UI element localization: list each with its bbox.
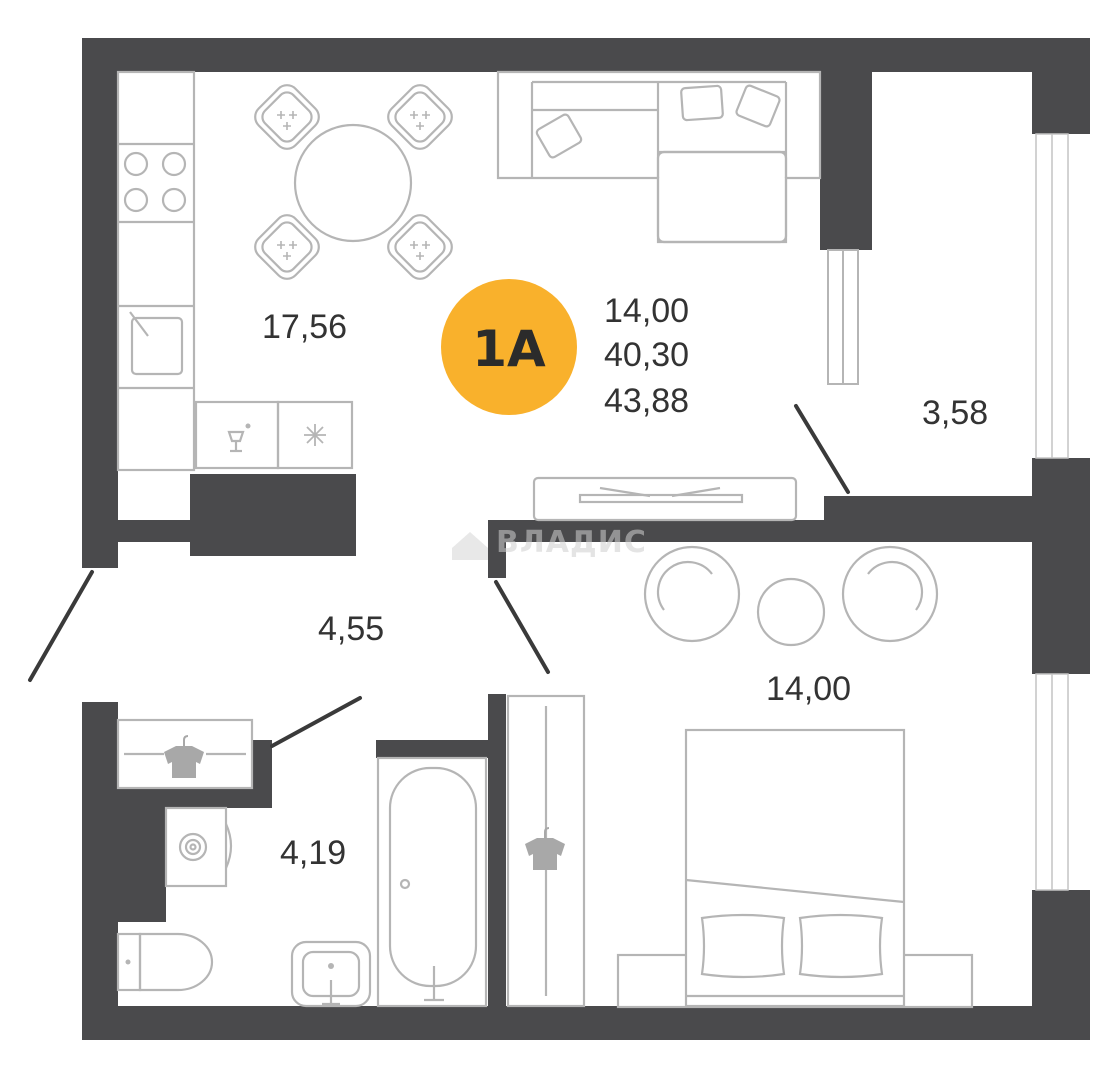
summary-total-area: 40,30 xyxy=(604,336,689,374)
bedroom-top-wall xyxy=(488,520,1032,542)
watermark-text: ВЛАДИС xyxy=(496,525,647,560)
wardrobe xyxy=(506,694,586,1008)
left-wall-upper xyxy=(82,38,118,568)
hanger-icon xyxy=(525,827,565,870)
fridge-block xyxy=(190,474,356,556)
dining-table xyxy=(254,84,453,280)
bedroom-door xyxy=(494,580,550,674)
bottom-wall xyxy=(82,1006,1090,1040)
pillow-left xyxy=(700,913,786,979)
balcony-partition xyxy=(820,72,872,250)
cushion-icon xyxy=(680,84,724,122)
watermark: ВЛАДИС xyxy=(452,525,647,560)
unit-badge-label: 1A xyxy=(472,320,546,378)
sink-icon xyxy=(129,311,184,376)
washing-machine xyxy=(164,806,233,888)
hall-closet xyxy=(116,718,254,790)
bathtub xyxy=(376,756,488,1008)
bedroom-door-jamb xyxy=(488,520,506,578)
walls xyxy=(82,38,1090,1040)
unit-badge-circle xyxy=(441,279,577,415)
coffee-table xyxy=(756,577,826,647)
room-area-bathroom: 4,19 xyxy=(280,834,346,872)
room-area-hallway: 4,55 xyxy=(318,610,384,648)
bath-door-jamb xyxy=(252,740,272,808)
pillow-right xyxy=(798,913,884,979)
washbasin xyxy=(290,940,372,1008)
bath-left-block xyxy=(118,808,166,922)
bedroom-left-wall xyxy=(488,694,506,1006)
balcony-door xyxy=(794,404,850,494)
bath-closet-wall xyxy=(118,788,272,808)
chair-top-right xyxy=(387,84,453,150)
bathroom-door xyxy=(270,696,362,748)
right-wall-bottom xyxy=(1032,890,1090,1040)
cushion-icon xyxy=(535,113,583,159)
entrance-door xyxy=(28,570,94,682)
stove-icon xyxy=(123,151,187,213)
toilet xyxy=(116,932,214,992)
sofa xyxy=(496,70,822,244)
top-wall xyxy=(82,38,1090,72)
armchair-left xyxy=(643,545,741,643)
unit-badge: 1A xyxy=(441,279,577,415)
left-wall-lower xyxy=(82,702,118,1040)
summary-total-area-with-balcony: 43,88 xyxy=(604,382,689,420)
bath-top-wall xyxy=(376,740,488,758)
balcony-bottom-wall xyxy=(824,496,1032,522)
chair-bottom-left xyxy=(254,214,320,280)
snowflake-icon xyxy=(304,424,326,446)
right-wall-middle xyxy=(1032,458,1090,674)
hanger-icon xyxy=(164,735,204,778)
tv-stand xyxy=(532,476,798,522)
chair-bottom-right xyxy=(387,214,453,280)
summary-living-area: 14,00 xyxy=(604,292,689,330)
kitchen-counter xyxy=(116,70,354,472)
windows xyxy=(827,133,1069,891)
doors xyxy=(28,404,850,748)
cushion-icon xyxy=(735,84,781,128)
room-area-bedroom: 14,00 xyxy=(766,670,851,708)
armchair-right xyxy=(841,545,939,643)
chair-top-left xyxy=(254,84,320,150)
room-area-kitchen-living: 17,56 xyxy=(262,308,347,346)
right-wall-top xyxy=(1032,38,1090,134)
bed xyxy=(616,728,974,1009)
room-area-balcony: 3,58 xyxy=(922,394,988,432)
dishwasher-icon xyxy=(227,423,251,453)
